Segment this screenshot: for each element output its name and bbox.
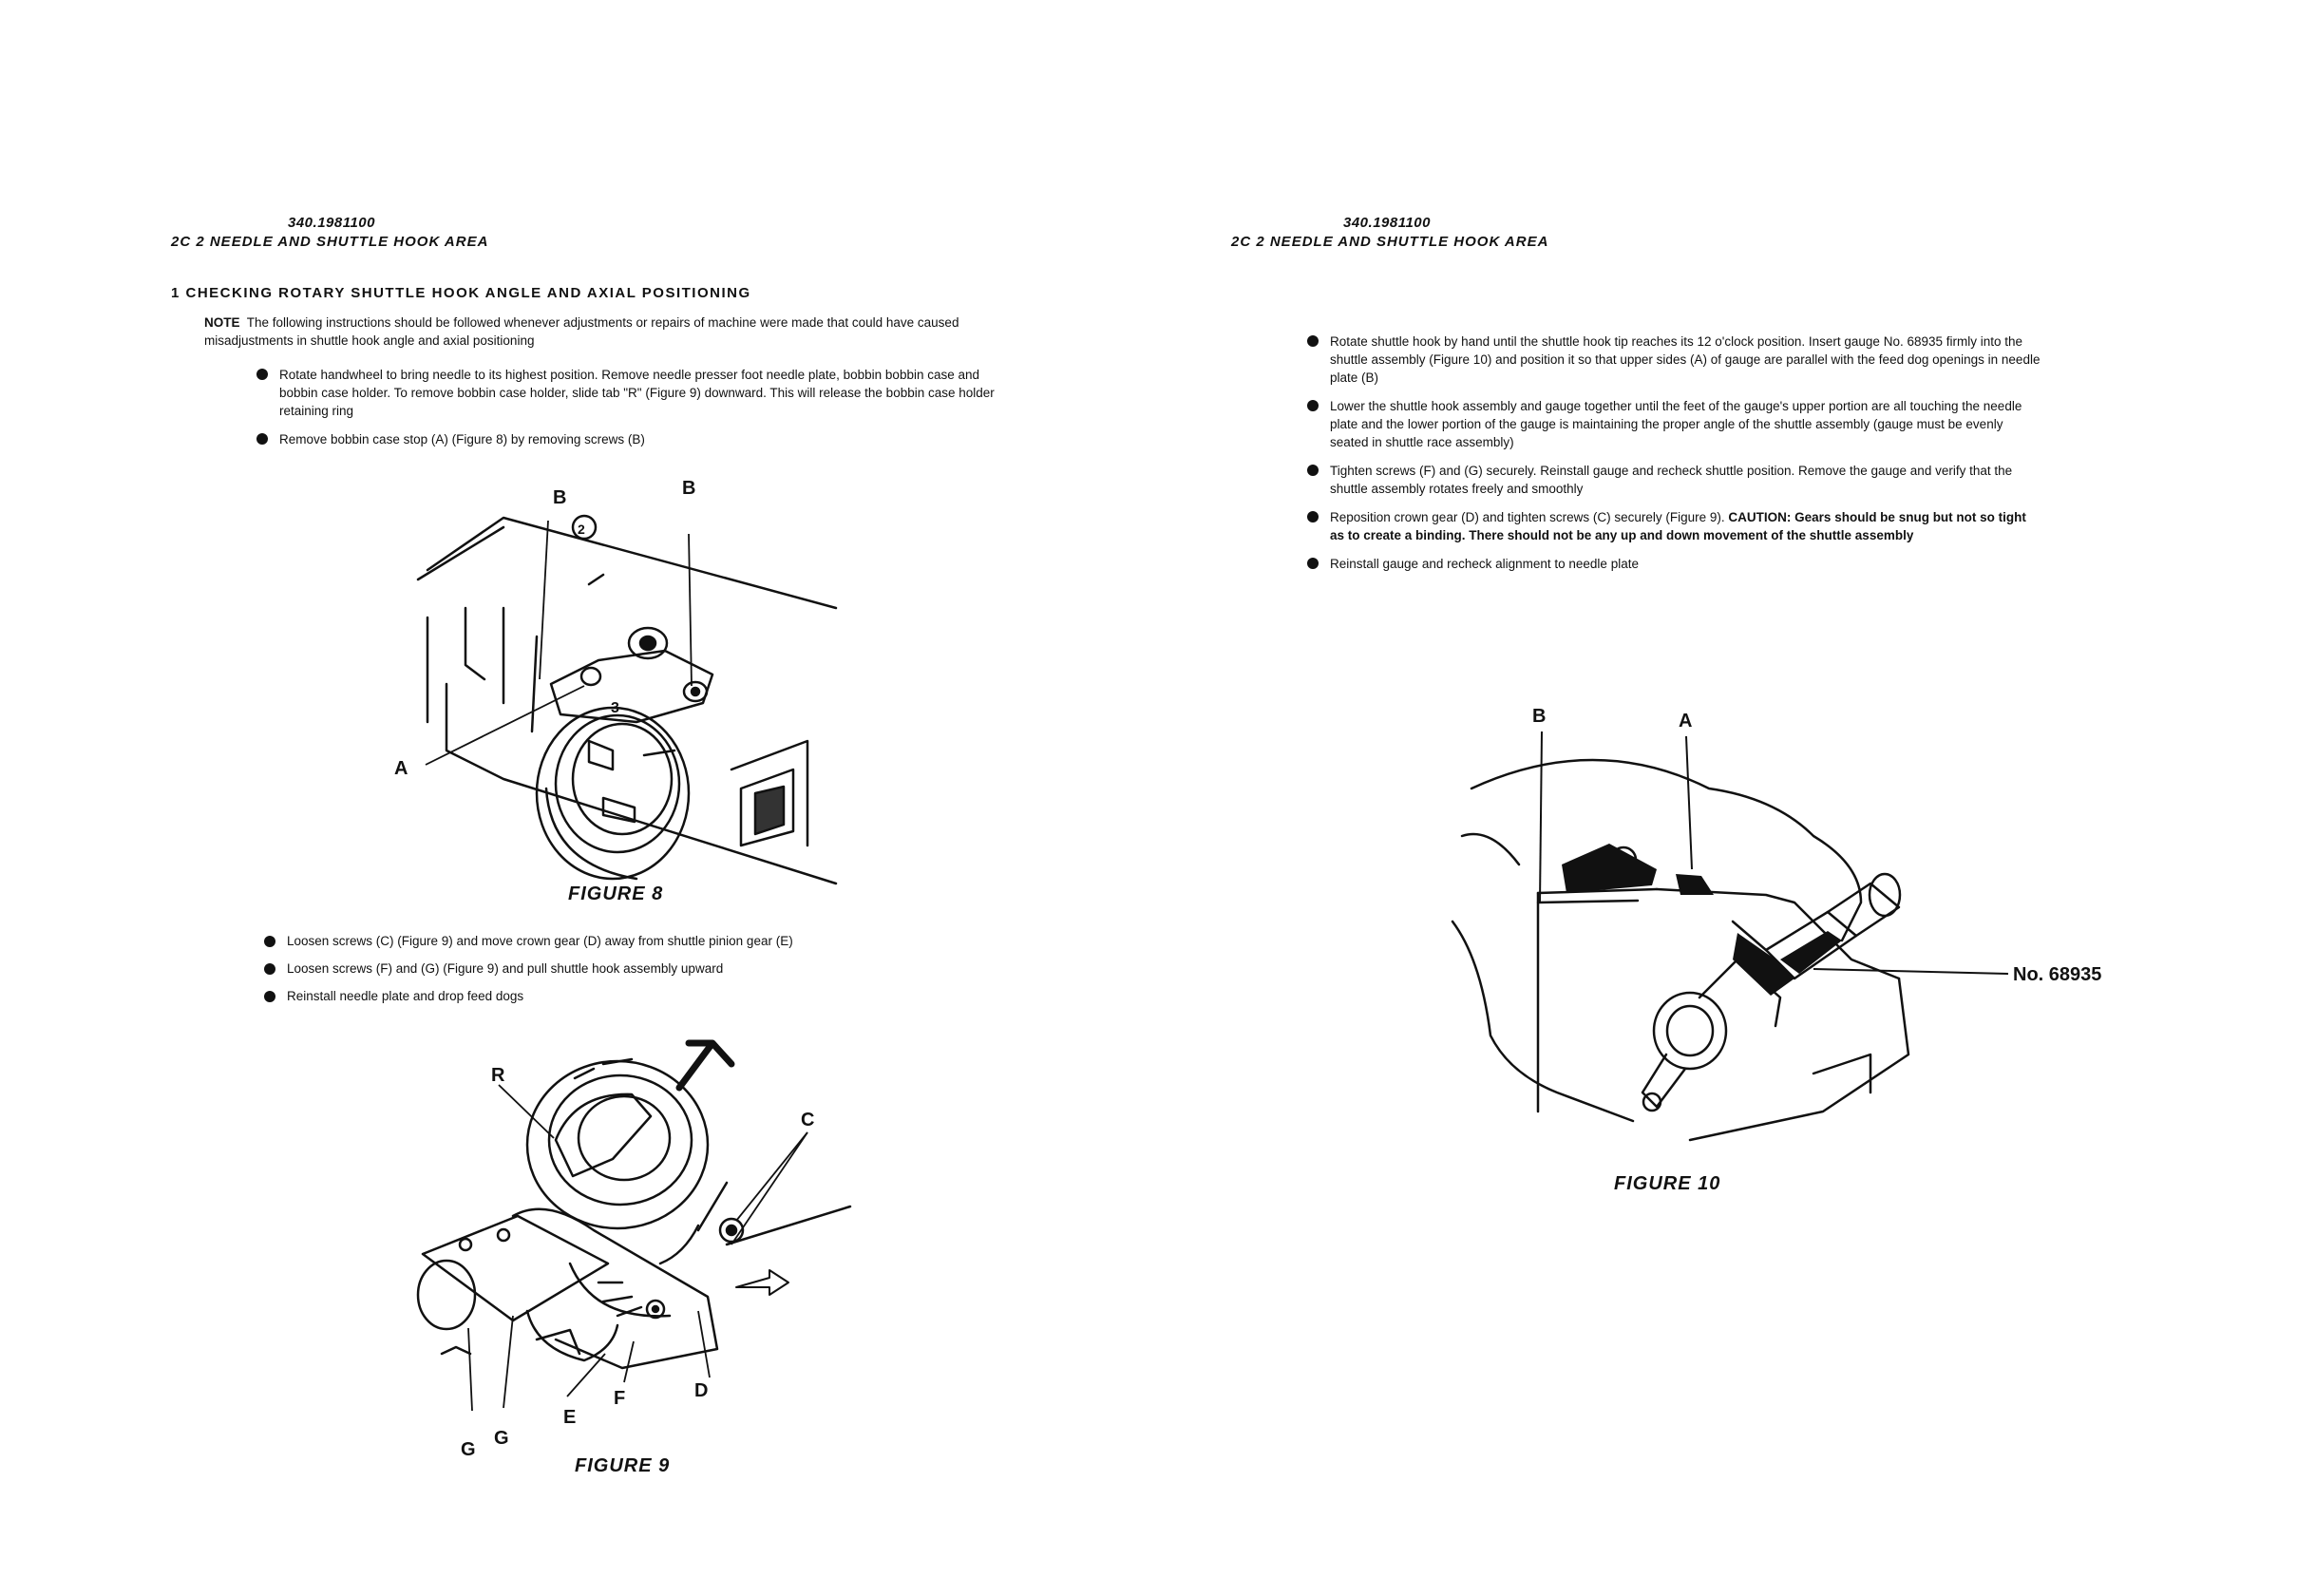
list-item: Loosen screws (F) and (G) (Figure 9) and…	[262, 960, 984, 978]
bullet-icon	[264, 991, 275, 1002]
bullet-icon	[256, 433, 268, 445]
figure-9-label-d: D	[694, 1380, 708, 1401]
doc-number: 340.1981100	[288, 215, 375, 231]
bullet-list: Rotate shuttle hook by hand until the sh…	[1305, 332, 2041, 583]
figure-9-label-r: R	[491, 1065, 505, 1086]
figure-9-label-c: C	[801, 1110, 814, 1130]
bullet-icon	[264, 963, 275, 975]
note-text: The following instructions should be fol…	[204, 315, 959, 348]
note-label: NOTE	[204, 315, 240, 330]
bullet-icon	[1307, 335, 1319, 347]
bullet-icon	[1307, 465, 1319, 476]
section-title: 2C 2 NEEDLE AND SHUTTLE HOOK AREA	[1231, 234, 1549, 250]
bullet-icon	[256, 369, 268, 380]
figure-9-caption: FIGURE 9	[575, 1455, 671, 1476]
list-item: Lower the shuttle hook assembly and gaug…	[1305, 397, 2041, 451]
list-item: Rotate handwheel to bring needle to its …	[255, 366, 1015, 420]
list-item: Rotate shuttle hook by hand until the sh…	[1305, 332, 2041, 387]
figure-9-label-e: E	[563, 1407, 576, 1428]
figure-10-label-a: A	[1679, 711, 1692, 732]
figure-8-label-b-left: B	[553, 487, 566, 508]
figure-10-caption: FIGURE 10	[1614, 1173, 1721, 1194]
figure-10-label-b: B	[1532, 706, 1546, 727]
figure-9-label-f: F	[614, 1388, 625, 1409]
list-item: Reposition crown gear (D) and tighten sc…	[1305, 508, 2041, 544]
bullet-icon	[1307, 400, 1319, 411]
note: NOTE The following instructions should b…	[204, 314, 1040, 350]
list-item: Reinstall needle plate and drop feed dog…	[262, 988, 984, 1005]
figure-9-label-g1: G	[461, 1439, 476, 1460]
figure-9-illustration: R C D E F G G	[416, 1039, 852, 1460]
figure-9-label-g2: G	[494, 1428, 509, 1449]
figure-8-label-3: 3	[611, 700, 619, 716]
list-item: Loosen screws (C) (Figure 9) and move cr…	[262, 933, 984, 950]
doc-number: 340.1981100	[1343, 215, 1431, 231]
bullet-icon	[1307, 511, 1319, 522]
list-item: Tighten screws (F) and (G) securely. Rei…	[1305, 462, 2041, 498]
figure-10-label-gauge: No. 68935	[2013, 964, 2101, 985]
section-title: 2C 2 NEEDLE AND SHUTTLE HOOK AREA	[171, 234, 489, 250]
bullet-icon	[264, 936, 275, 947]
figure-8-label-b-right: B	[682, 478, 695, 499]
figure-8-label-a: A	[394, 758, 408, 779]
figure-8-illustration: B B A 2 3	[394, 478, 838, 885]
step-title: 1 CHECKING ROTARY SHUTTLE HOOK ANGLE AND…	[171, 285, 751, 301]
right-page: 340.1981100 2C 2 NEEDLE AND SHUTTLE HOOK…	[1148, 0, 2297, 1596]
figure-8-caption: FIGURE 8	[568, 884, 664, 904]
figure-8-label-circle: 2	[578, 522, 585, 537]
list-item: Reinstall gauge and recheck alignment to…	[1305, 555, 2041, 573]
caution-text: CAUTION: Gears should be snug but not so…	[1330, 510, 2026, 542]
left-page: 340.1981100 2C 2 NEEDLE AND SHUTTLE HOOK…	[0, 0, 1148, 1596]
figure-10-illustration: B A No. 68935	[1451, 706, 2101, 1142]
list-item: Remove bobbin case stop (A) (Figure 8) b…	[255, 430, 1015, 448]
bullet-list-top: Rotate handwheel to bring needle to its …	[255, 366, 1015, 459]
bullet-list-mid: Loosen screws (C) (Figure 9) and move cr…	[262, 933, 984, 1016]
bullet-icon	[1307, 558, 1319, 569]
